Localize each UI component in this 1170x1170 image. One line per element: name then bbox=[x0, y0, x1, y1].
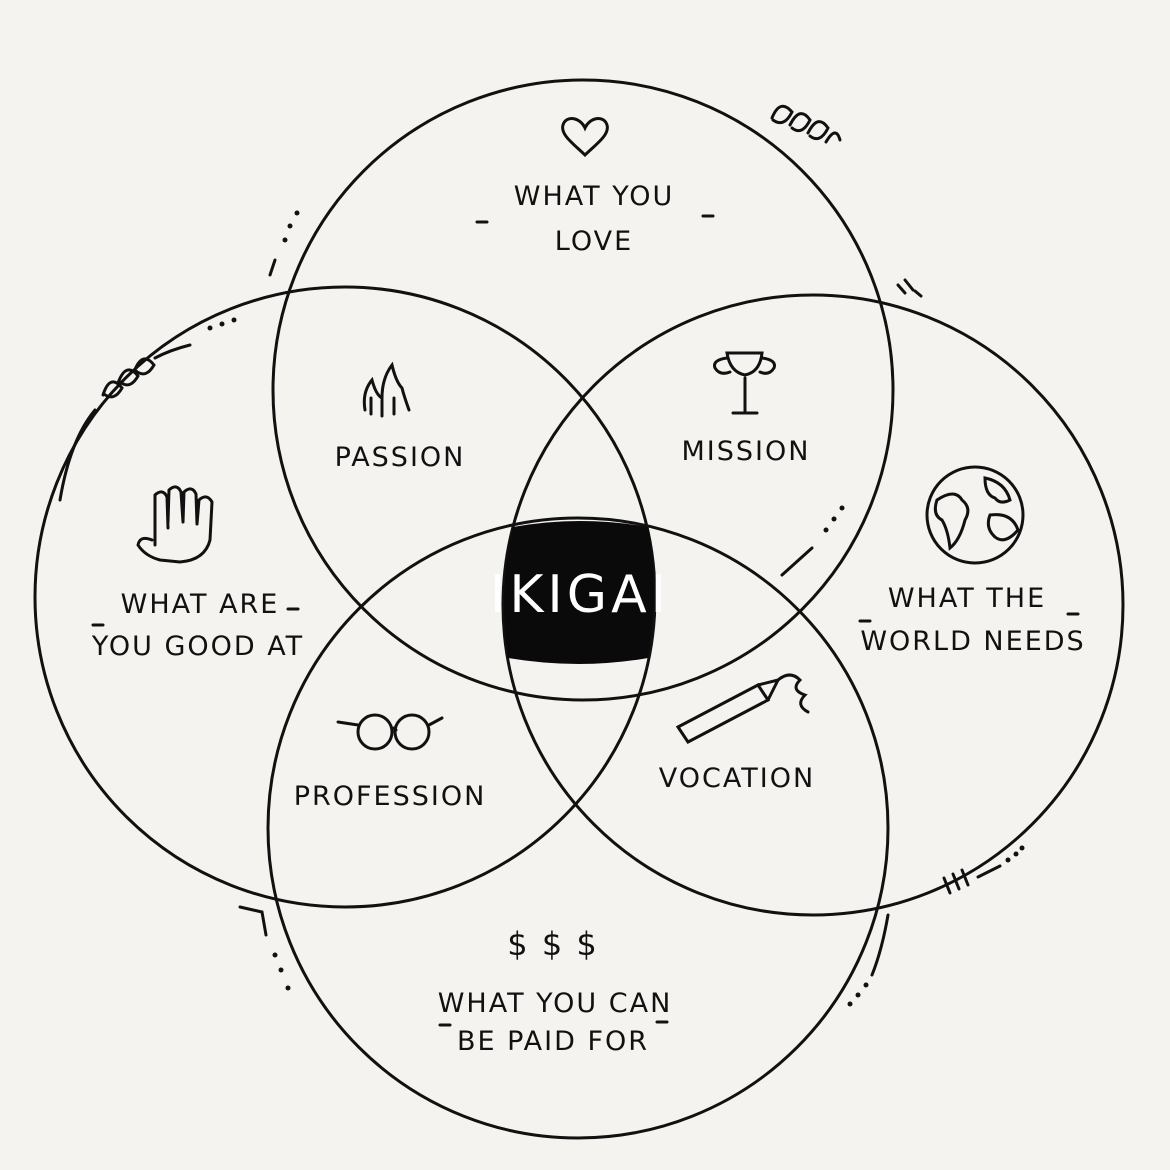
trophy-icon bbox=[713, 351, 776, 415]
dots-center-right-1 bbox=[823, 527, 829, 533]
dots-bottom-left-3 bbox=[285, 985, 291, 991]
world-needs-label-line2: WORLD NEEDS bbox=[860, 626, 1085, 657]
arc-accent-bottom-right-lower bbox=[870, 913, 890, 977]
paid-for-label-line2: BE PAID FOR bbox=[457, 1026, 649, 1057]
arc-accent-bottom-right bbox=[976, 864, 1002, 879]
ticks-accent-top-right bbox=[896, 278, 923, 298]
squiggle-decoration-left bbox=[101, 357, 156, 399]
dots-left-2 bbox=[219, 321, 225, 327]
dots-center-right-3 bbox=[839, 505, 845, 511]
circle-what-you-love bbox=[271, 78, 895, 702]
circle-what-you-are-good-at bbox=[33, 285, 657, 909]
dots-top-left-1 bbox=[282, 237, 288, 243]
profession-label: PROFESSION bbox=[294, 781, 487, 812]
dots-lower-right-3 bbox=[847, 1001, 853, 1007]
ikigai-center-shape bbox=[504, 521, 654, 664]
hand-icon bbox=[136, 485, 214, 564]
dots-left-3 bbox=[231, 317, 237, 323]
vocation-label: VOCATION bbox=[659, 763, 815, 794]
arc-accent-center-right bbox=[780, 546, 814, 577]
tick-accent-top-left bbox=[268, 258, 277, 277]
world-needs-label-line1: WHAT THE bbox=[888, 583, 1046, 614]
bracket-accent-bottom-left bbox=[238, 905, 268, 937]
dots-bottom-left-2 bbox=[278, 967, 284, 973]
ikigai-center: IKIGAI bbox=[490, 521, 670, 664]
good-at-label-line1: WHAT ARE bbox=[121, 589, 280, 620]
dots-center-right-2 bbox=[831, 516, 837, 522]
passion-label: PASSION bbox=[335, 442, 466, 473]
mission-label: MISSION bbox=[682, 436, 811, 467]
love-label-line2: LOVE bbox=[555, 226, 633, 257]
good-at-label-line2: YOU GOOD AT bbox=[91, 631, 304, 662]
dots-left-1 bbox=[207, 325, 213, 331]
dots-bottom-right-1 bbox=[1005, 857, 1011, 863]
glasses-icon bbox=[336, 713, 444, 751]
arc-accent-left bbox=[58, 408, 97, 502]
globe-icon bbox=[925, 465, 1025, 565]
squiggle-decoration-top-right bbox=[770, 104, 842, 144]
dots-top-left-2 bbox=[287, 223, 293, 229]
hatch-accent-bottom-right bbox=[942, 868, 970, 895]
dollar-icon: $ $ $ bbox=[507, 925, 598, 963]
dots-lower-right-1 bbox=[863, 982, 869, 988]
pencil-icon bbox=[675, 673, 810, 744]
circle-what-the-world-needs bbox=[501, 293, 1125, 917]
circle-what-you-can-be-paid-for bbox=[266, 516, 890, 1140]
ikigai-label: IKIGAI bbox=[490, 565, 670, 625]
paid-for-label-line1: WHAT YOU CAN bbox=[438, 988, 673, 1019]
arc-accent-left-top bbox=[153, 343, 192, 360]
fire-icon bbox=[362, 361, 411, 418]
dots-bottom-right-3 bbox=[1019, 845, 1025, 851]
dots-lower-right-2 bbox=[855, 992, 861, 998]
love-label-line1: WHAT YOU bbox=[514, 181, 674, 212]
dots-bottom-right-2 bbox=[1013, 851, 1019, 857]
dots-bottom-left-1 bbox=[272, 952, 278, 958]
heart-icon bbox=[561, 117, 609, 158]
dots-top-left-3 bbox=[294, 210, 300, 216]
